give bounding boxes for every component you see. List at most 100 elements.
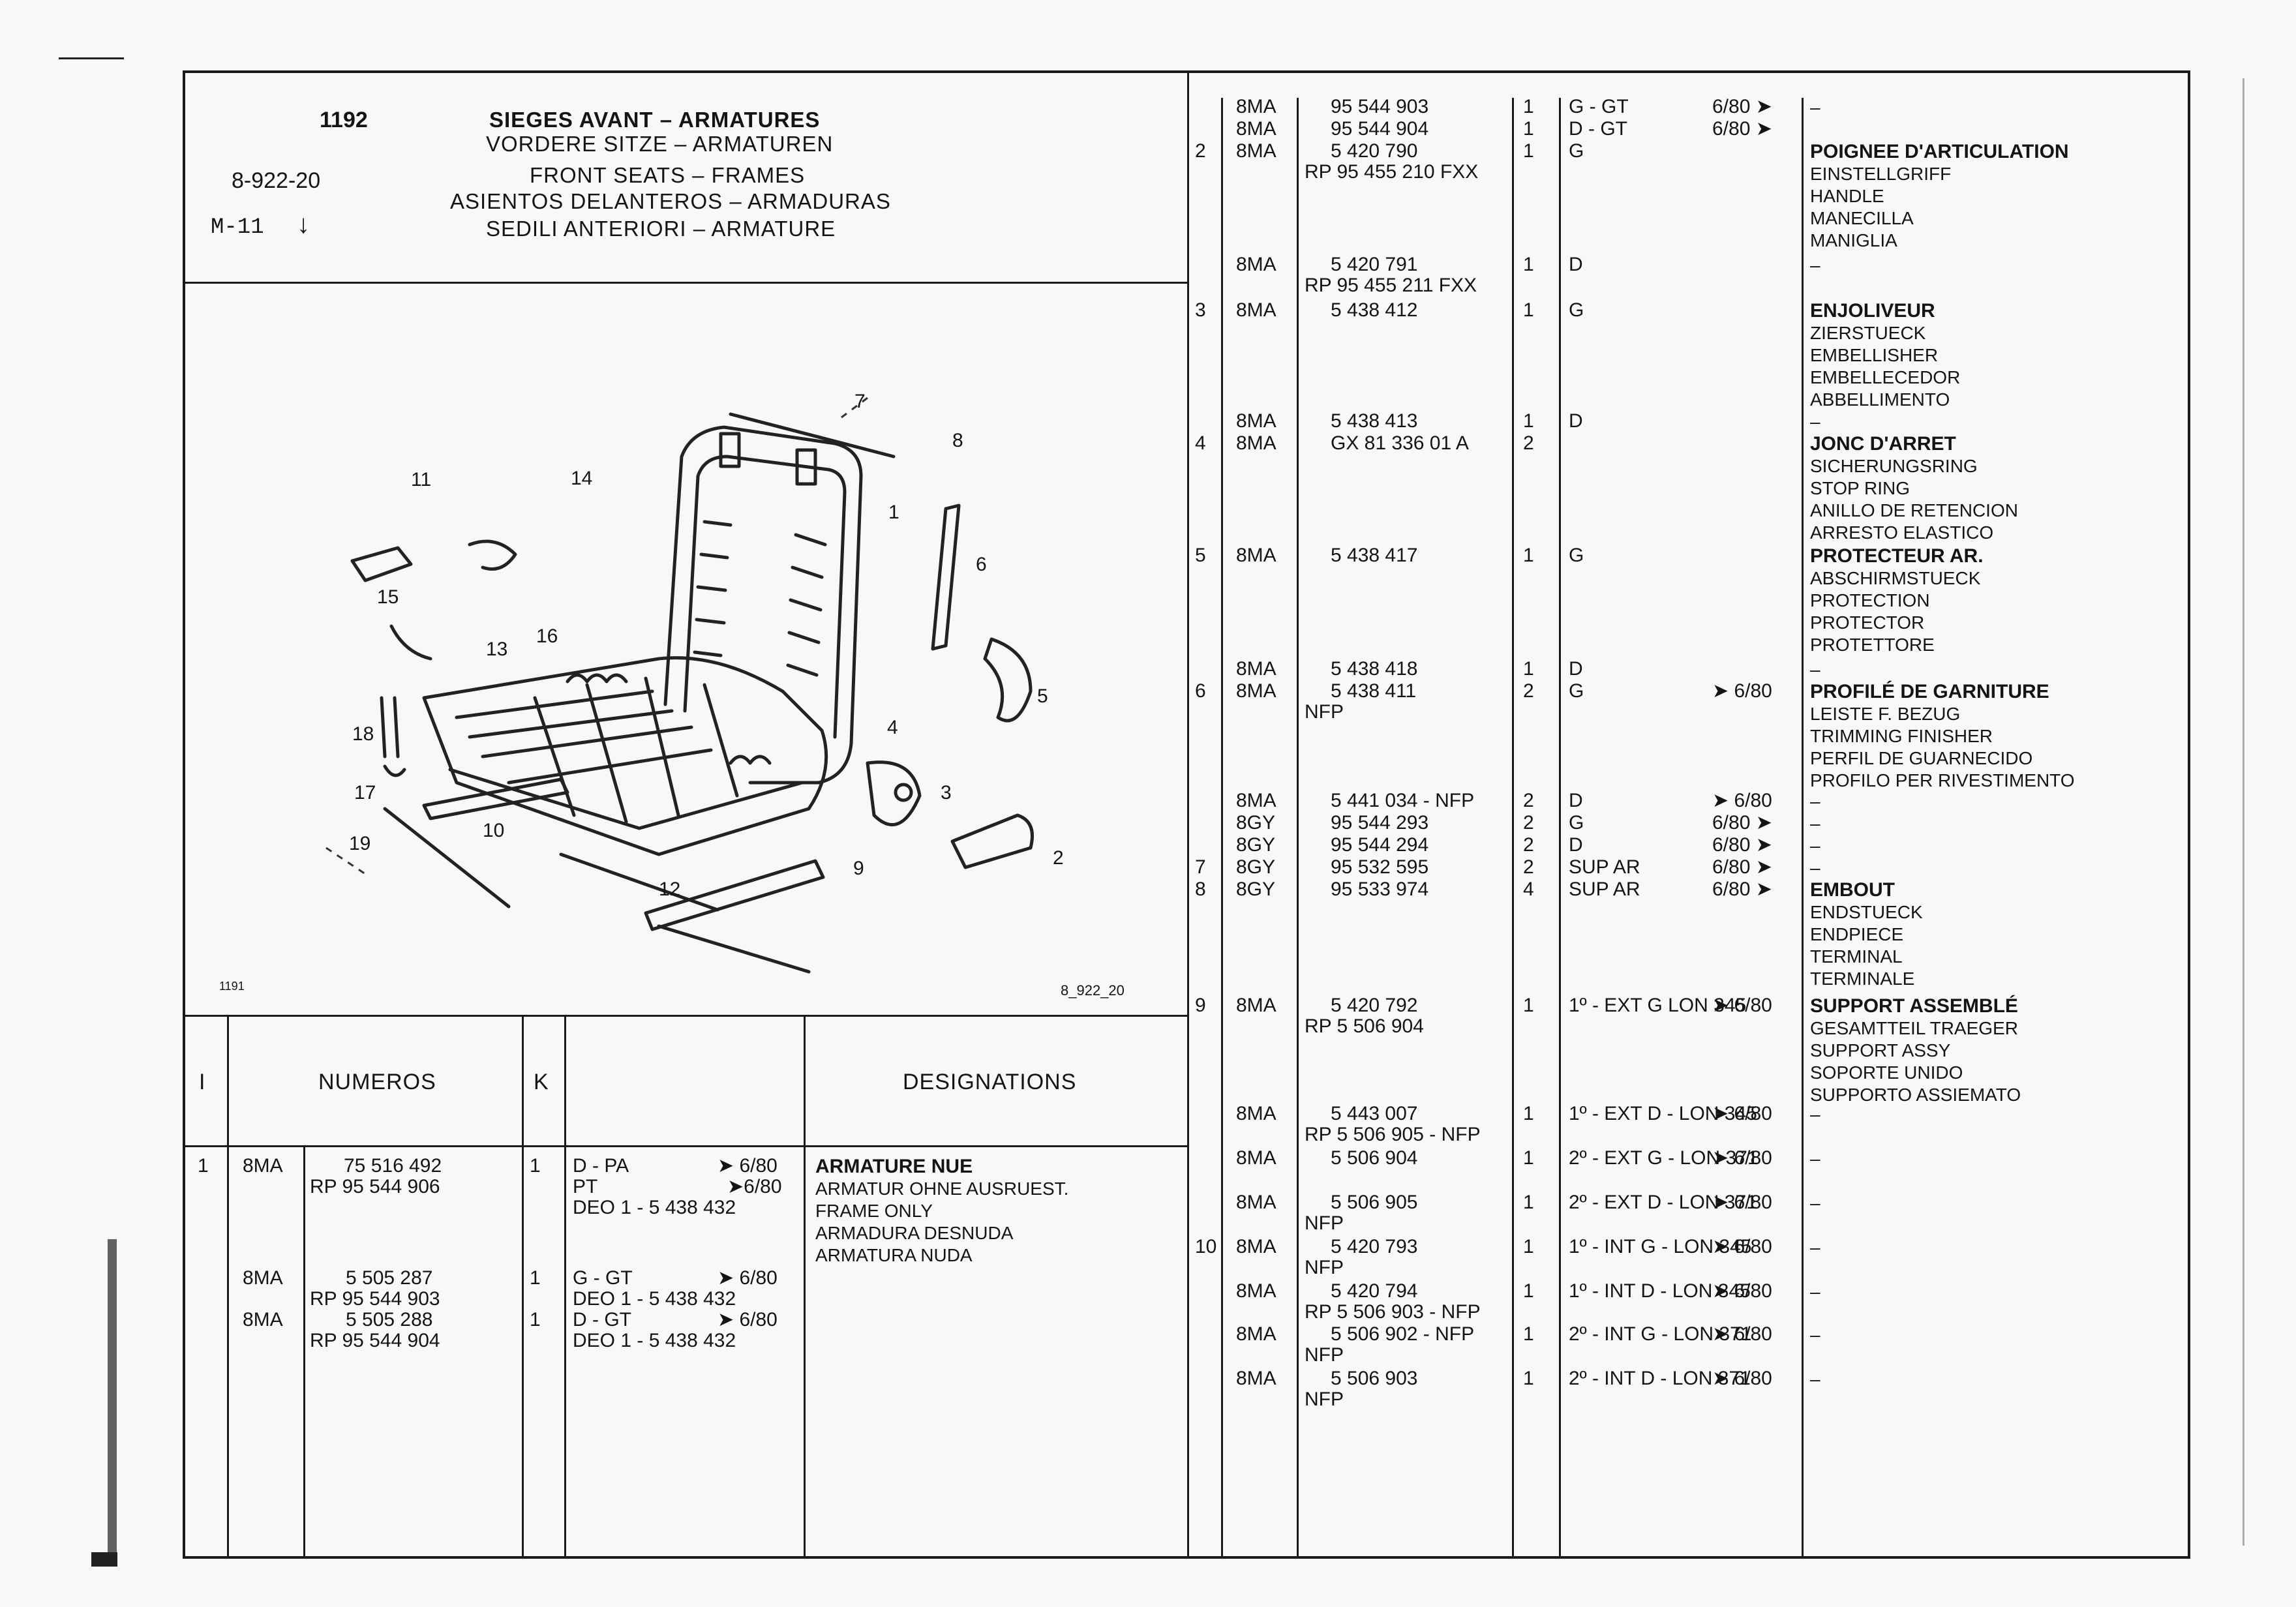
col-header-k: K [534,1070,549,1094]
replacement-number: NFP [1305,701,1344,723]
part-number: 5 506 903 [1331,1368,1418,1389]
quantity: 1 [1523,1236,1534,1257]
part-number: 5 420 792 [1331,995,1418,1016]
callout-5: 5 [1037,685,1048,707]
model-code: 8GY [1236,812,1276,834]
title-it: SEDILI ANTERIORI – ARMATURE [486,217,836,241]
col-sep-numeros [522,1015,524,1559]
designation-line: – [1810,1104,1820,1124]
variant: 1º - INT G - LON 345 [1569,1236,1752,1257]
effectivity: 6/80 ➤ [1712,856,1772,878]
title-fr: SIEGES AVANT – ARMATURES [489,108,821,132]
designation-line: GESAMTTEIL TRAEGER [1810,1018,2018,1038]
designation-line: EINSTELLGRIFF [1810,164,1952,184]
part-number: 5 438 417 [1331,545,1418,566]
designation-line: TERMINAL [1810,946,1903,967]
scan-edge-mark [91,1552,117,1567]
quantity: 2 [1523,680,1534,702]
designation-line: – [1810,858,1820,878]
replacement-number: RP 5 506 905 - NFP [1305,1124,1481,1145]
variant: D - GT [1569,118,1627,140]
designation-line: – [1810,1282,1820,1302]
col-header-i: I [199,1070,206,1094]
variant: 1º - INT D - LON 345 [1569,1280,1751,1302]
replacement-number: RP 95 455 210 FXX [1305,161,1479,183]
part-number: 5 438 418 [1331,658,1418,680]
designation-line: ANILLO DE RETENCION [1810,500,2018,520]
item-number: 1 [198,1155,209,1177]
variant: 1º - EXT D - LON 345 [1569,1103,1757,1124]
callout-8: 8 [952,430,963,451]
effectivity: ➤ 6/80 [1712,1280,1772,1302]
item-number: 7 [1195,856,1206,878]
note: DEO 1 - 5 438 432 [573,1330,736,1351]
replacement-number: RP 5 506 903 - NFP [1305,1301,1481,1323]
variant: PT [573,1176,598,1197]
designation-fr: PROTECTEUR AR. [1810,545,1984,567]
variant: G - GT [573,1267,633,1289]
down-arrow-icon: ↓ [297,210,310,239]
quantity: 2 [1523,790,1534,811]
title-de: VORDERE SITZE – ARMATUREN [486,132,834,156]
replacement-number: NFP [1305,1212,1344,1234]
designation-fr: SUPPORT ASSEMBLÉ [1810,995,2018,1017]
part-number: 5 506 902 - NFP [1331,1323,1475,1345]
callout-4: 4 [887,717,898,738]
part-number: 95 544 903 [1331,96,1429,117]
callout-13: 13 [486,638,508,660]
variant: 2º - EXT G - LON 371 [1569,1147,1759,1169]
part-number: 5 438 411 [1331,680,1417,702]
effectivity: ➤ 6/80 [718,1267,778,1289]
replacement-number: NFP [1305,1257,1344,1278]
designation-line: TRIMMING FINISHER [1810,726,1993,746]
item-number: 4 [1195,432,1206,454]
designation-line: ABSCHIRMSTUECK [1810,568,1981,588]
callout-19: 19 [349,833,371,854]
designation-line: ARRESTO ELASTICO [1810,522,1994,543]
designation-line: – [1810,97,1820,117]
designation-line: PROTETTORE [1810,635,1935,655]
effectivity: 6/80 ➤ [1712,879,1772,900]
model-code: 8MA [1236,1368,1276,1389]
part-number: 5 441 034 - NFP [1331,790,1475,811]
quantity: 1 [530,1267,541,1289]
variant: G [1569,680,1584,702]
callout-1: 1 [888,502,899,523]
model-code: 8MA [1236,1236,1276,1257]
item-number: 6 [1195,680,1206,702]
designation-line: – [1810,659,1820,680]
variant: 2º - INT G - LON 371 [1569,1323,1752,1345]
replacement-number: RP 95 455 211 FXX [1305,275,1477,296]
part-number: 5 420 794 [1331,1280,1418,1302]
quantity: 4 [1523,879,1534,900]
model-code: 8GY [1236,879,1276,900]
model-code: 8MA [1236,1323,1276,1345]
variant: 2º - EXT D - LON 371 [1569,1192,1757,1213]
variant: SUP AR [1569,879,1640,900]
designation-line: PROTECTION [1810,590,1930,610]
model-code: 8MA [1236,1280,1276,1302]
designation-line: MANECILLA [1810,208,1914,228]
effectivity: ➤ 6/80 [1712,1236,1772,1257]
effectivity: ➤ 6/80 [1712,995,1772,1016]
quantity: 1 [1523,140,1534,162]
model-code: 8MA [1236,1192,1276,1213]
designation-fr: ARMATURE NUE [815,1156,973,1177]
designation-line: – [1810,835,1820,856]
rcol-sep-numeros [1297,98,1299,1559]
quantity: 2 [1523,856,1534,878]
model-code: 8MA [243,1155,283,1177]
quantity: 1 [1523,545,1534,566]
designation-line: EMBELLISHER [1810,345,1939,365]
effectivity: ➤ 6/80 [1712,1103,1772,1124]
effectivity: ➤ 6/80 [1712,1368,1772,1389]
part-number: 5 506 905 [1331,1192,1418,1213]
designation-line: HANDLE [1810,186,1884,206]
diagram-foot-right: 8_922_20 [1061,982,1125,999]
callout-11: 11 [411,469,432,490]
rcol-sep-variant [1559,98,1561,1559]
note: DEO 1 - 5 438 432 [573,1197,736,1218]
model-code: 8MA [1236,1103,1276,1124]
effectivity: ➤6/80 [727,1176,782,1197]
